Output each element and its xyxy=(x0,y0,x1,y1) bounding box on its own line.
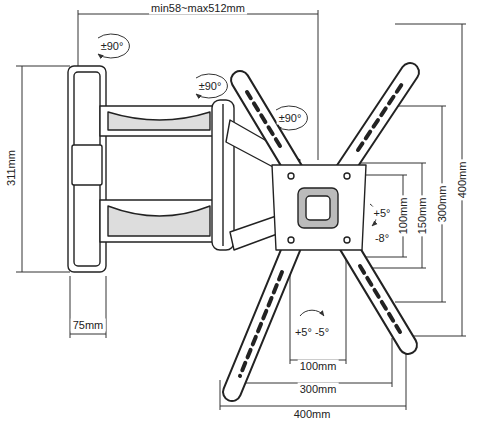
dimension-label: 100mm xyxy=(397,196,410,237)
rotation-label: ±90° xyxy=(197,80,224,93)
dimension-label: 300mm xyxy=(436,184,449,225)
dimension-label: 150mm xyxy=(416,196,429,237)
dimension-label: 100mm xyxy=(298,360,339,373)
tilt-label: -8° xyxy=(373,232,391,245)
dimension-label: min58~max512mm xyxy=(149,2,247,15)
dimension-label: 300mm xyxy=(298,383,339,396)
swivel-label: +5° -5° xyxy=(293,326,331,339)
dimension-label: 400mm xyxy=(456,160,469,201)
rotation-label: ±90° xyxy=(277,112,304,125)
dimension-label: 311mm xyxy=(5,148,18,188)
rotation-label: ±90° xyxy=(99,40,126,53)
tilt-label: +5° xyxy=(372,207,393,220)
dimension-label: 75mm xyxy=(71,319,106,332)
dimension-label: 400mm xyxy=(292,408,333,421)
